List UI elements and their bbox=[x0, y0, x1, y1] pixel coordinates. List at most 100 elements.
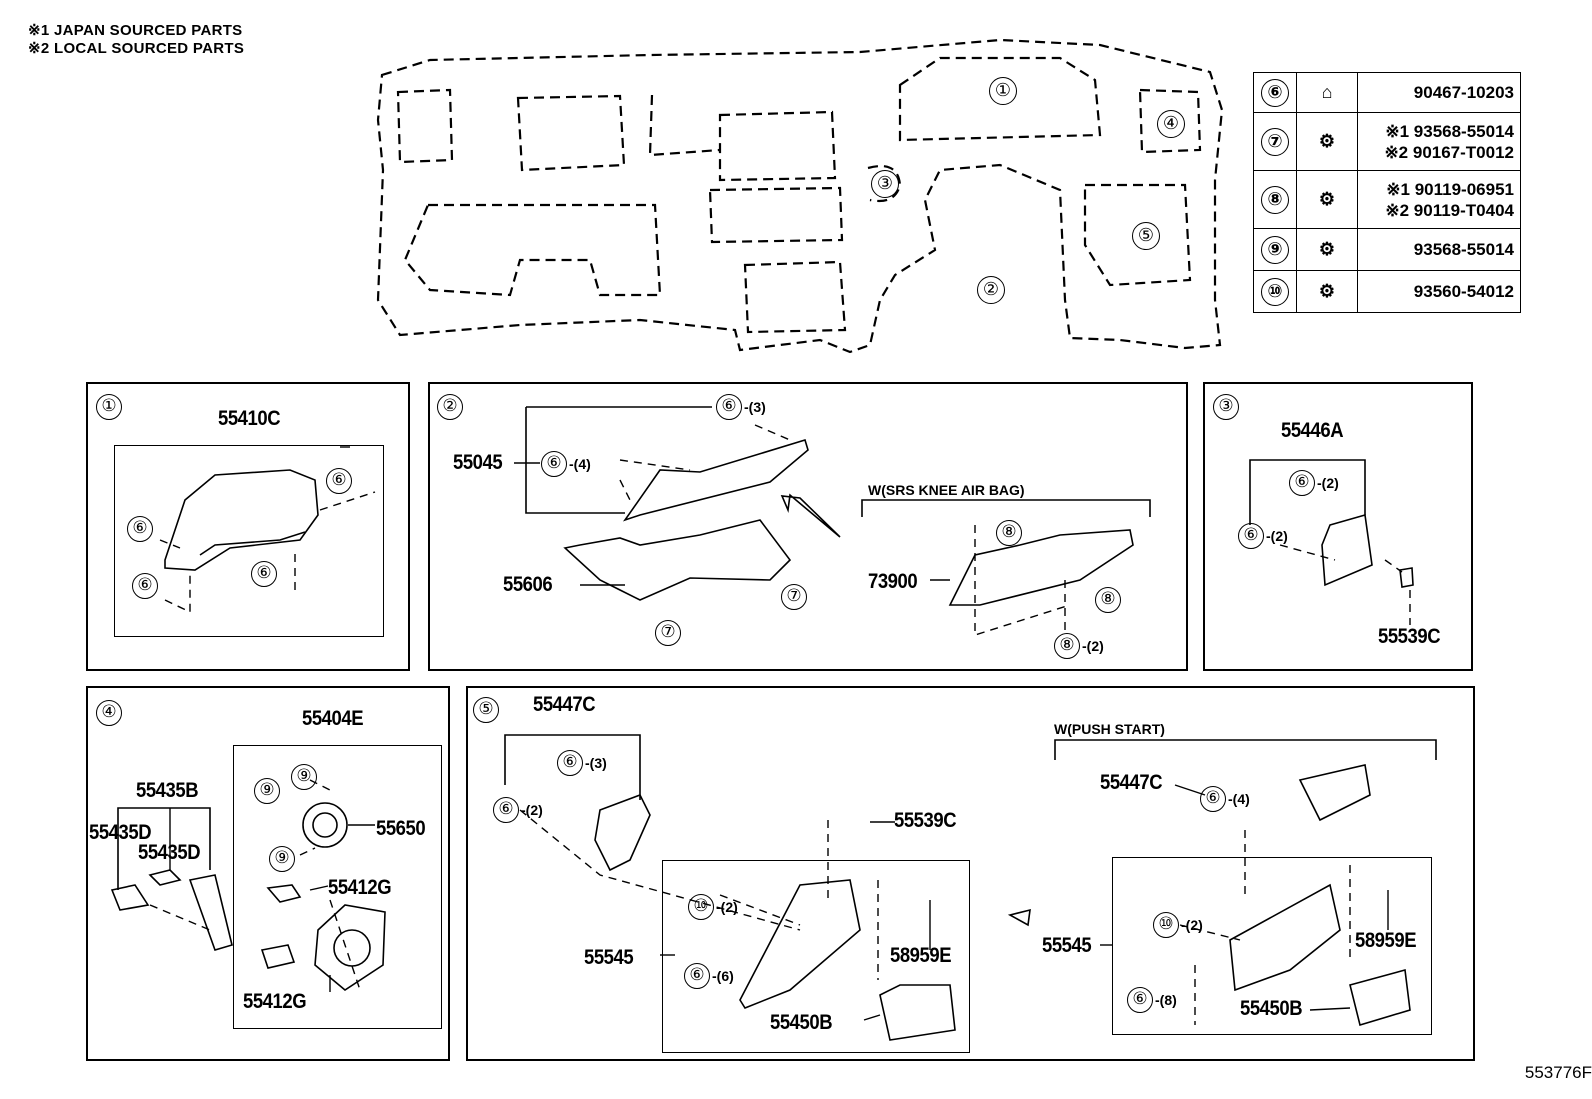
overview-marker-1: ① bbox=[989, 77, 1017, 105]
part-number: 93560-54012 bbox=[1413, 282, 1514, 301]
panel-4 bbox=[86, 686, 450, 1061]
callout-6: ⑥ bbox=[541, 451, 567, 477]
overview-marker-5: ⑤ bbox=[1132, 222, 1160, 250]
part-label-58959E: 58959E bbox=[890, 944, 952, 967]
screw-icon: ⚙ bbox=[1318, 281, 1336, 301]
part-label-55450B: 55450B bbox=[1240, 997, 1303, 1020]
panel-number: ② bbox=[437, 394, 463, 420]
panel-4-group bbox=[233, 745, 442, 1029]
note-local-sourced: ※2 LOCAL SOURCED PARTS bbox=[28, 40, 245, 57]
panel-5-group-b bbox=[1112, 857, 1432, 1035]
fastener-ref: ⑥ bbox=[1261, 78, 1289, 107]
part-label-55410C: 55410C bbox=[218, 407, 281, 430]
part-label-55545: 55545 bbox=[584, 946, 634, 969]
callout-6: ⑥ bbox=[132, 573, 158, 599]
callout-7: ⑦ bbox=[655, 620, 681, 646]
part-number: ※1 93568-55014 bbox=[1385, 121, 1514, 141]
variant-label: W(PUSH START) bbox=[1054, 721, 1165, 737]
callout-6: ⑥ bbox=[557, 750, 583, 776]
fastener-row: ⑦ ⚙ ※1 93568-55014※2 90167-T0012 bbox=[1253, 112, 1521, 171]
overview-marker-4: ④ bbox=[1157, 110, 1185, 138]
part-label-55435B: 55435B bbox=[136, 779, 199, 802]
panel-number: ④ bbox=[96, 700, 122, 726]
panel-number: ③ bbox=[1213, 394, 1239, 420]
part-label-55446A: 55446A bbox=[1281, 419, 1344, 442]
callout-6: ⑥ bbox=[127, 516, 153, 542]
part-number: 93568-55014 bbox=[1413, 240, 1514, 259]
quantity: -(8) bbox=[1155, 992, 1177, 1008]
part-label-58959E: 58959E bbox=[1355, 929, 1417, 952]
quantity: -(2) bbox=[1317, 475, 1339, 491]
panel-3 bbox=[1203, 382, 1473, 671]
callout-9: ⑨ bbox=[269, 846, 295, 872]
overview-marker-2: ② bbox=[977, 276, 1005, 304]
part-label-55412G: 55412G bbox=[243, 990, 307, 1013]
callout-10: ⑩ bbox=[1153, 912, 1179, 938]
callout-10: ⑩ bbox=[688, 894, 714, 920]
part-label-55435D: 55435D bbox=[138, 841, 201, 864]
panel-5-group-a bbox=[662, 860, 970, 1053]
part-label-55650: 55650 bbox=[376, 817, 426, 840]
part-label-55404E: 55404E bbox=[302, 707, 364, 730]
part-label-55447C: 55447C bbox=[1100, 771, 1163, 794]
callout-9: ⑨ bbox=[291, 764, 317, 790]
fastener-ref: ⑩ bbox=[1261, 277, 1289, 306]
fastener-row: ⑩ ⚙ 93560-54012 bbox=[1253, 270, 1521, 313]
clip-icon: ⌂ bbox=[1321, 82, 1333, 102]
diagram-id: 553776F bbox=[1524, 1063, 1592, 1082]
part-label-55435D: 55435D bbox=[89, 821, 152, 844]
callout-6: ⑥ bbox=[1238, 523, 1264, 549]
callout-7: ⑦ bbox=[781, 584, 807, 610]
callout-6: ⑥ bbox=[1127, 987, 1153, 1013]
part-label-55450B: 55450B bbox=[770, 1011, 833, 1034]
part-number: ※2 90119-T0404 bbox=[1385, 200, 1514, 220]
part-label-55045: 55045 bbox=[453, 451, 503, 474]
part-label-73900: 73900 bbox=[868, 570, 918, 593]
overview-marker-3: ③ bbox=[871, 170, 899, 198]
quantity: -(2) bbox=[1082, 638, 1104, 654]
fastener-ref: ⑦ bbox=[1261, 127, 1289, 156]
quantity: -(4) bbox=[1228, 791, 1250, 807]
quantity: -(2) bbox=[1266, 528, 1288, 544]
callout-6: ⑥ bbox=[716, 394, 742, 420]
fastener-row: ⑨ ⚙ 93568-55014 bbox=[1253, 228, 1521, 271]
callout-8: ⑧ bbox=[996, 520, 1022, 546]
variant-label: W(SRS KNEE AIR BAG) bbox=[868, 482, 1025, 498]
part-label-55545: 55545 bbox=[1042, 934, 1092, 957]
callout-6: ⑥ bbox=[1289, 470, 1315, 496]
quantity: -(2) bbox=[716, 899, 738, 915]
fastener-row: ⑧ ⚙ ※1 90119-06951※2 90119-T0404 bbox=[1253, 170, 1521, 229]
fastener-ref: ⑨ bbox=[1261, 235, 1289, 264]
callout-9: ⑨ bbox=[254, 778, 280, 804]
callout-6: ⑥ bbox=[251, 561, 277, 587]
panel-number: ⑤ bbox=[473, 697, 499, 723]
note-japan-sourced: ※1 JAPAN SOURCED PARTS bbox=[28, 22, 243, 39]
callout-8: ⑧ bbox=[1054, 633, 1080, 659]
panel-1 bbox=[86, 382, 410, 671]
quantity: -(2) bbox=[521, 802, 543, 818]
part-label-55539C: 55539C bbox=[1378, 625, 1441, 648]
part-label-55412G: 55412G bbox=[328, 876, 392, 899]
part-number: ※1 90119-06951 bbox=[1386, 179, 1514, 199]
quantity: -(4) bbox=[569, 456, 591, 472]
screw-icon: ⚙ bbox=[1318, 189, 1336, 209]
part-number: ※2 90167-T0012 bbox=[1384, 142, 1514, 162]
callout-8: ⑧ bbox=[1095, 587, 1121, 613]
part-label-55539C: 55539C bbox=[894, 809, 957, 832]
quantity: -(6) bbox=[712, 968, 734, 984]
callout-6: ⑥ bbox=[1200, 786, 1226, 812]
panel-number: ① bbox=[96, 394, 122, 420]
callout-6: ⑥ bbox=[493, 797, 519, 823]
part-number: 90467-10203 bbox=[1413, 83, 1514, 102]
quantity: -(3) bbox=[585, 755, 607, 771]
quantity: -(3) bbox=[744, 399, 766, 415]
callout-6: ⑥ bbox=[326, 468, 352, 494]
fastener-row: ⑥ ⌂ 90467-10203 bbox=[1253, 72, 1521, 113]
bolt-icon: ⚙ bbox=[1318, 131, 1336, 151]
quantity: -(2) bbox=[1181, 917, 1203, 933]
panel-1-group bbox=[114, 445, 384, 637]
panel-2 bbox=[428, 382, 1188, 671]
fastener-ref: ⑧ bbox=[1261, 185, 1289, 214]
callout-6: ⑥ bbox=[684, 963, 710, 989]
